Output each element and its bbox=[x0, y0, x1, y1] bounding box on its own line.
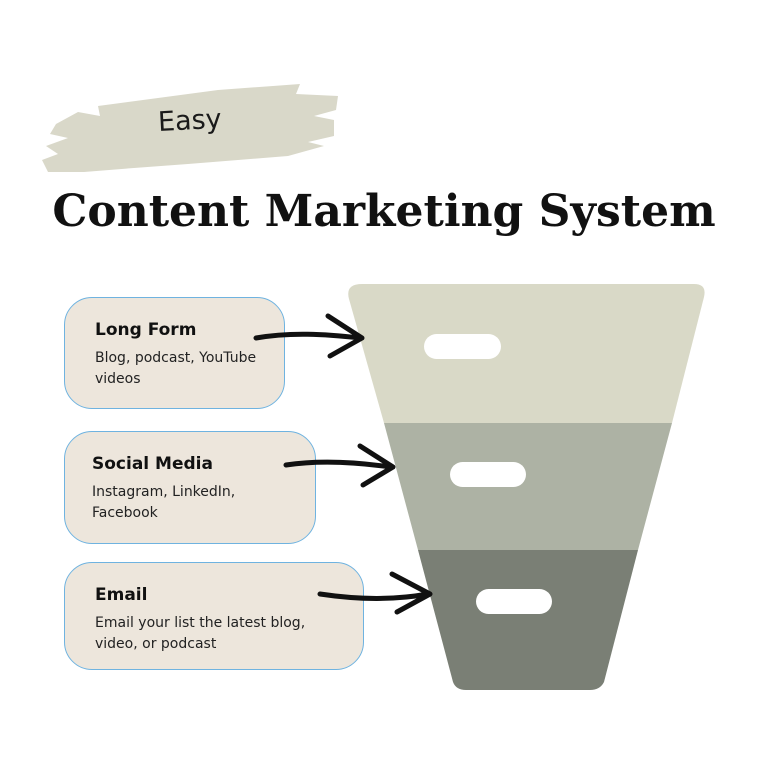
page-title: Content Marketing System bbox=[52, 186, 716, 237]
stage-description: Email your list the latest blog, video, … bbox=[95, 615, 306, 652]
stage-heading: Social Media bbox=[92, 454, 213, 474]
funnel-tier-2 bbox=[384, 423, 672, 550]
stage-heading: Email bbox=[95, 585, 148, 605]
funnel-tier-3 bbox=[418, 550, 638, 690]
stage-card-email: Email Email your list the latest blog, v… bbox=[64, 562, 364, 670]
funnel-tier-1-pill bbox=[424, 334, 501, 359]
stage-card-long-form: Long Form Blog, podcast, YouTube videos bbox=[64, 297, 285, 409]
stage-description: Instagram, LinkedIn, Facebook bbox=[92, 484, 236, 521]
stage-description: Blog, podcast, YouTube videos bbox=[95, 350, 257, 387]
stage-heading: Long Form bbox=[95, 320, 197, 340]
funnel-tier-3-pill bbox=[476, 589, 552, 614]
stage-card-social-media: Social Media Instagram, LinkedIn, Facebo… bbox=[64, 431, 316, 544]
brush-stroke-badge bbox=[42, 84, 338, 172]
funnel-tier-1 bbox=[348, 284, 705, 423]
funnel-tier-2-pill bbox=[450, 462, 526, 487]
